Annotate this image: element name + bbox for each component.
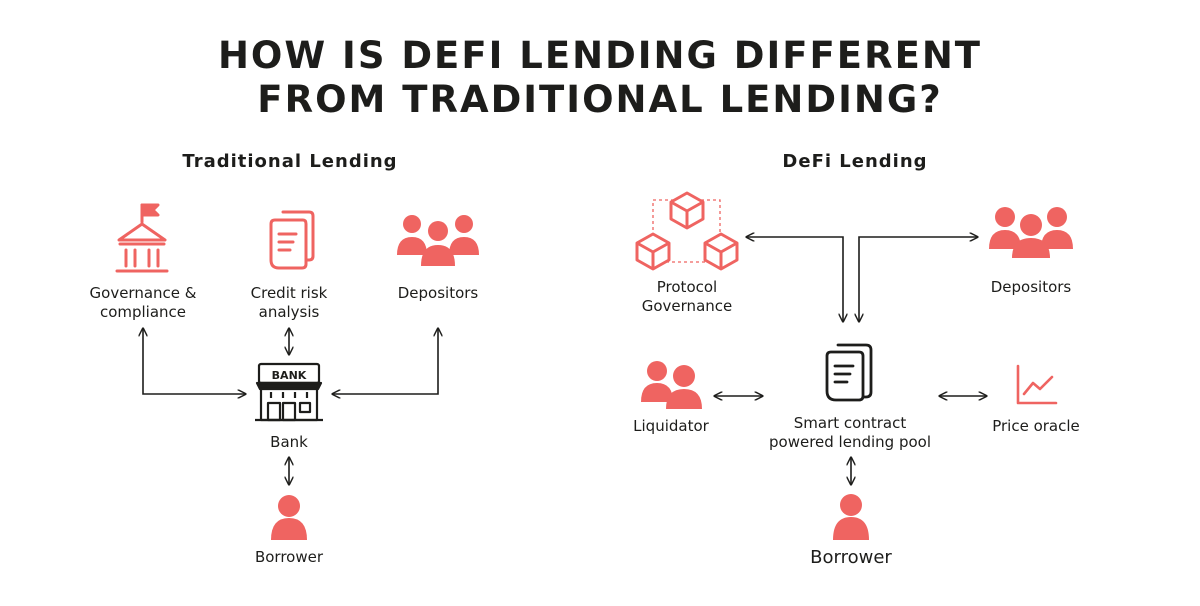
page-title-line-1: HOW IS DEFI LENDING DIFFERENT <box>217 34 983 77</box>
credit-risk-analysis-label: Credit risk analysis <box>250 284 328 321</box>
traditional-borrower-label: Borrower <box>254 548 324 566</box>
arrow-depositors-bank <box>332 328 438 394</box>
liquidator-label: Liquidator <box>633 417 709 435</box>
people-group-icon <box>989 207 1073 258</box>
defi-depositors-label: Depositors <box>990 278 1072 296</box>
defi-lending-heading: DeFi Lending <box>782 151 928 172</box>
defi-borrower-label: Borrower <box>810 547 892 568</box>
governance-compliance-label: Governance & compliance <box>89 284 197 321</box>
traditional-arrows <box>143 328 438 485</box>
cubes-network-icon <box>635 191 739 271</box>
bank-label: Bank <box>270 433 308 451</box>
bank-sign-text: BANK <box>272 369 307 382</box>
arrow-protocol-pool <box>746 237 843 322</box>
price-oracle-label: Price oracle <box>992 417 1080 435</box>
arrow-governance-bank <box>143 328 246 394</box>
page-title-line-2: FROM TRADITIONAL LENDING? <box>257 78 943 121</box>
people-group-icon <box>397 215 479 266</box>
traditional-lending-heading: Traditional Lending <box>182 151 398 172</box>
line-chart-icon <box>1016 364 1058 405</box>
person-icon <box>271 495 307 540</box>
traditional-depositors-label: Depositors <box>397 284 479 302</box>
bank-building-icon <box>255 362 323 422</box>
institution-flag-icon <box>115 203 169 273</box>
documents-icon <box>269 210 315 270</box>
people-pair-icon <box>641 361 702 409</box>
arrow-depositors-pool <box>859 237 978 322</box>
protocol-governance-label: Protocol Governance <box>641 278 733 315</box>
lending-pool-label: Smart contract powered lending pool <box>769 414 931 451</box>
person-icon <box>833 494 869 540</box>
documents-icon <box>825 343 873 402</box>
defi-arrows <box>714 237 987 485</box>
